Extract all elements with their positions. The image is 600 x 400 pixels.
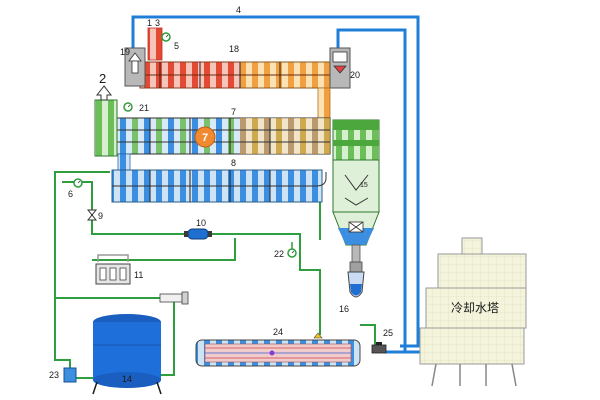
callout-5: 5 (174, 41, 179, 51)
callout-15: 15 (360, 182, 368, 189)
callout-3: 3 (155, 18, 160, 28)
pressure-gauge-6 (73, 178, 83, 188)
callout-23: 23 (49, 370, 59, 380)
callout-7-badge: 7 (202, 132, 208, 144)
pressure-gauge-5 (161, 32, 171, 42)
separator-housing (332, 119, 380, 161)
pressure-gauge-21 (123, 102, 133, 112)
callout-10: 10 (196, 218, 206, 228)
callout-14: 14 (122, 374, 132, 384)
callout-9: 9 (98, 211, 103, 221)
reheater-8 (111, 169, 327, 203)
callout-21: 21 (139, 103, 149, 113)
cooling-tower (419, 237, 527, 387)
callout-16: 16 (339, 304, 349, 314)
dryer-outlet-header (94, 99, 118, 157)
callout-19: 19 (120, 47, 130, 57)
controller-11 (95, 263, 131, 285)
transfer-pipe (317, 87, 331, 119)
callout-22: 22 (274, 249, 284, 259)
inlet-header-19 (124, 47, 146, 87)
callout-6: 6 (68, 189, 73, 199)
callout-1: 1 (147, 18, 152, 28)
receiver-tank-14 (92, 314, 162, 395)
water-valve-25 (371, 342, 387, 354)
callout-18: 18 (229, 44, 239, 54)
callout-20: 20 (350, 70, 360, 80)
filter-drier-10 (184, 228, 212, 240)
auto-drain-16 (347, 261, 365, 298)
cold-transfer-pipe (117, 153, 131, 173)
callout-badge-7 (194, 126, 216, 148)
pressure-gauge-22 (287, 242, 297, 258)
air-outlet-arrow (95, 85, 113, 101)
air-inlet-1 (147, 27, 163, 61)
separator-15 (332, 159, 380, 264)
outlet-header-20 (329, 47, 351, 89)
evaporator-7 (114, 117, 331, 155)
instrument-piping (97, 254, 129, 262)
solenoid-valve (159, 291, 189, 305)
precooler-18 (139, 61, 341, 89)
callout-24: 24 (273, 327, 283, 337)
expansion-valve-9 (86, 209, 98, 221)
cooling-tower-label: 冷却水塔 (451, 301, 499, 315)
condenser-24 (195, 332, 361, 367)
callout-4: 4 (236, 5, 241, 15)
callout-8: 8 (231, 158, 236, 168)
callout-11: 11 (134, 270, 143, 280)
callout-2: 2 (99, 71, 106, 86)
callout-25: 25 (383, 328, 393, 338)
drain-cup-23 (63, 367, 77, 383)
callout-labels: 1 2 3 4 5 6 7 7 8 9 10 11 14 15 16 18 19… (49, 5, 499, 384)
callout-7: 7 (231, 107, 236, 117)
